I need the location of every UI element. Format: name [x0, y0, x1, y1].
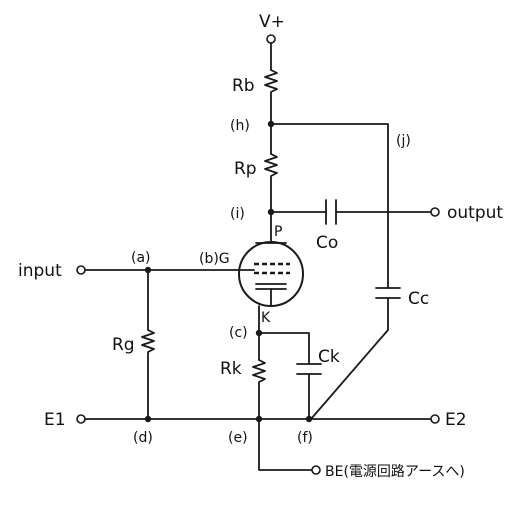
node-i-label: (i) — [230, 206, 245, 222]
be-terminal — [311, 465, 321, 475]
input-terminal — [76, 265, 86, 275]
output-label: output — [447, 203, 503, 223]
e1-label: E1 — [44, 410, 66, 430]
rg-label: Rg — [112, 335, 135, 355]
rp-label: Rp — [234, 159, 257, 179]
node-e-label: (e) — [228, 430, 248, 446]
resistor-rp — [264, 153, 278, 213]
wire-e-be — [258, 418, 313, 471]
node-j-label: (j) — [396, 133, 411, 149]
resistor-rb — [264, 69, 278, 125]
be-label: BE(電源回路アースへ) — [325, 464, 465, 480]
e1-terminal — [76, 414, 86, 424]
node-f-label: (f) — [297, 430, 313, 446]
vplus-label: V+ — [259, 12, 285, 32]
e2-label: E2 — [445, 410, 467, 430]
output-terminal — [430, 207, 440, 217]
rk-label: Rk — [220, 359, 242, 379]
node-c-label: (c) — [229, 325, 248, 341]
wire-cc-f — [310, 297, 389, 420]
ck-label: Ck — [318, 347, 340, 367]
e2-terminal — [430, 414, 440, 424]
node-f-dot — [305, 415, 313, 423]
input-label: input — [18, 261, 62, 281]
node-d-label: (d) — [133, 430, 153, 446]
vplus-terminal — [266, 34, 276, 44]
cc-label: Cc — [408, 289, 429, 309]
co-label: Co — [316, 233, 338, 253]
capacitor-cc — [375, 287, 401, 299]
resistor-rg — [141, 329, 155, 420]
resistor-rk — [252, 359, 266, 420]
node-a-label: (a) — [131, 250, 151, 266]
wire-c-ck — [258, 332, 310, 365]
node-h-label: (h) — [230, 118, 250, 134]
capacitor-co — [325, 199, 337, 225]
tube-grid-label: (b)G — [199, 251, 230, 267]
wire-h-j — [270, 123, 389, 289]
rb-label: Rb — [232, 76, 255, 96]
tube-plate-label: P — [274, 224, 282, 240]
node-d-dot — [144, 415, 152, 423]
tube-cathode-label: K — [261, 310, 271, 326]
